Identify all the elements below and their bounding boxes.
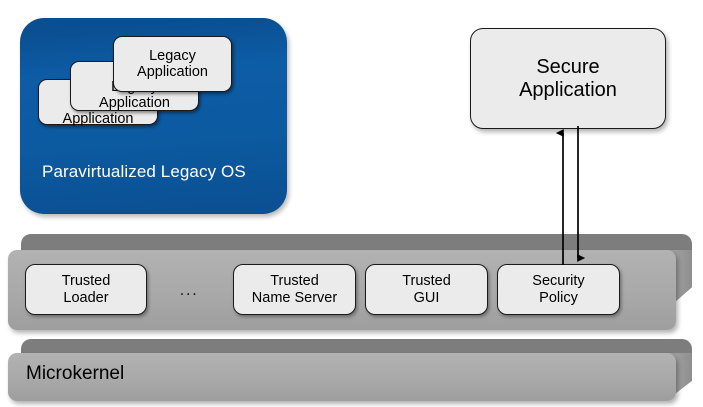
legacy-application-front-text: Legacy Application [137, 48, 208, 80]
trusted-name-server-line1: Trusted [270, 273, 319, 290]
security-policy-line1: Security [532, 273, 585, 290]
legacy-os-label: Paravirtualized Legacy OS [42, 162, 246, 181]
trusted-loader-line1: Trusted [61, 273, 111, 290]
microkernel-label: Microkernel [26, 363, 125, 384]
trusted-name-server-box[interactable]: Trusted Name Server [233, 264, 356, 315]
services-ellipsis: ... [179, 280, 199, 299]
security-policy-line2: Policy [539, 289, 578, 306]
trusted-gui-line2: GUI [413, 289, 440, 306]
trusted-gui-box[interactable]: Trusted GUI [365, 264, 488, 315]
trusted-name-server-line2: Name Server [251, 289, 338, 306]
security-policy-box[interactable]: Security Policy [497, 264, 620, 315]
secure-application-box[interactable]: Secure Application [470, 28, 666, 129]
legacy-application-front-line2: Application [137, 64, 208, 80]
microkernel-layer [8, 339, 692, 401]
legacy-application-middle-line2: Application [99, 95, 170, 111]
legacy-application-box-front[interactable]: Legacy Application [113, 36, 232, 92]
trusted-loader-line2: Loader [63, 289, 109, 306]
secure-application-line2: Application [519, 78, 617, 101]
trusted-loader-box[interactable]: Trusted Loader [25, 264, 147, 315]
legacy-application-front-line1: Legacy [149, 47, 196, 64]
trusted-gui-line1: Trusted [402, 273, 451, 290]
legacy-application-back-line2: Application [62, 111, 134, 127]
secure-application-line1: Secure [536, 56, 600, 79]
kernel-slab-front-face [8, 353, 676, 401]
